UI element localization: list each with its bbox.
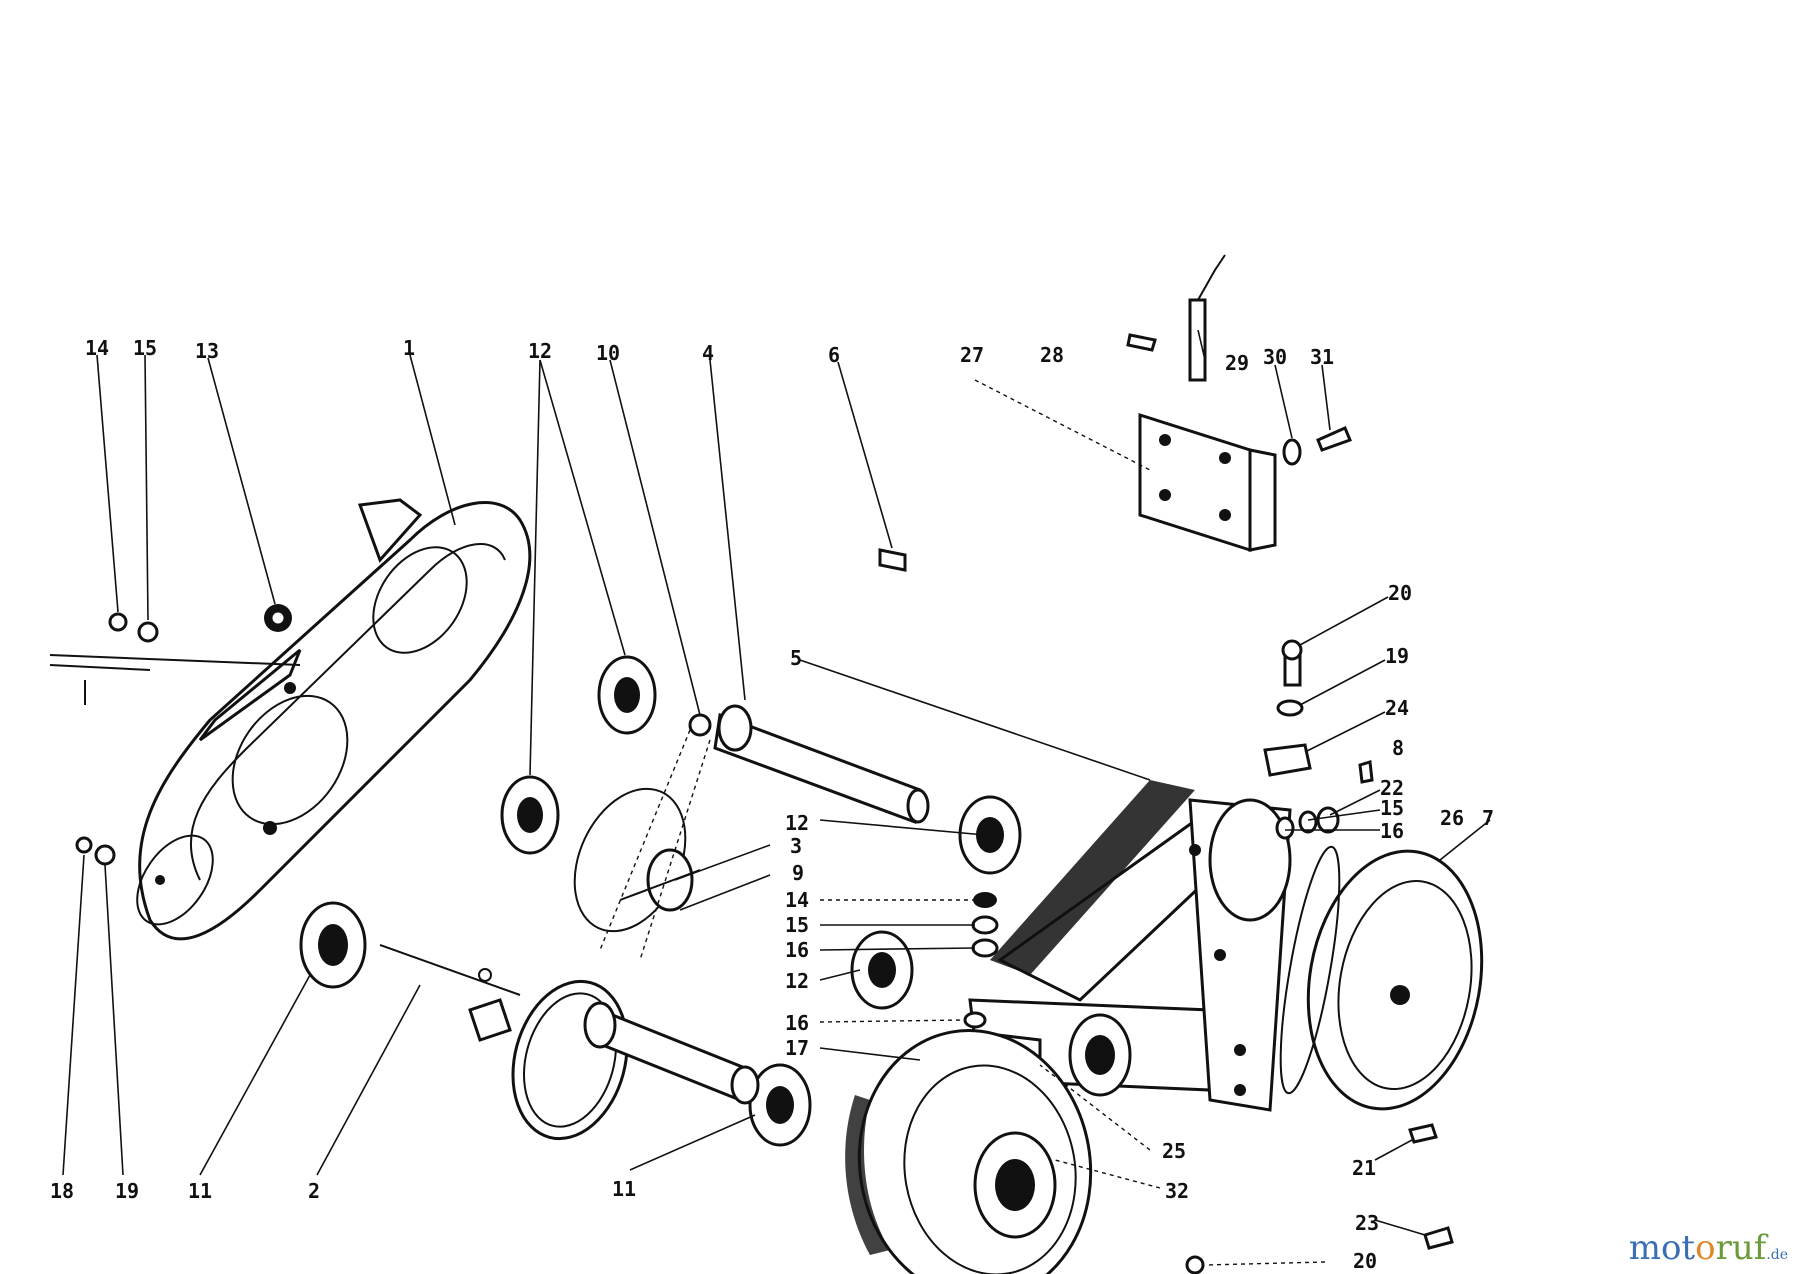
lower-shaft (379, 944, 760, 1141)
callout-label: 8 (1392, 736, 1404, 760)
callout-label: 18 (50, 1179, 74, 1203)
callout-label: 23 (1355, 1211, 1379, 1235)
callout-label: 20 (1388, 581, 1412, 605)
callout-label: 14 (785, 888, 809, 912)
callout-label: 6 (828, 343, 840, 367)
callout-label: 19 (1385, 644, 1409, 668)
upper-shaft (688, 704, 930, 825)
callout-label: 16 (785, 1011, 809, 1035)
callout-label: 15 (1380, 796, 1404, 820)
callout-label: 5 (790, 646, 802, 670)
callout-label: 13 (195, 339, 219, 363)
callout-label: 17 (785, 1036, 809, 1060)
mounting-bracket (1126, 254, 1352, 553)
callout-label: 15 (785, 913, 809, 937)
callout-label: 4 (702, 341, 714, 365)
bearing-center-right (958, 795, 1022, 875)
callout-label: 16 (1380, 819, 1404, 843)
washers-left (75, 604, 292, 866)
callout-label: 12 (785, 811, 809, 835)
callout-label: 15 (133, 336, 157, 360)
callout-label: 24 (1385, 696, 1409, 720)
callout-label: 31 (1310, 345, 1334, 369)
watermark-part: ruf (1715, 1228, 1767, 1268)
callout-label: 19 (115, 1179, 139, 1203)
callout-label: 1 (403, 336, 415, 360)
callout-label: 30 (1263, 345, 1287, 369)
callout-label: 16 (785, 938, 809, 962)
large-pulley-right (1279, 845, 1484, 1111)
watermark-logo: motoruf.de (1629, 1228, 1788, 1268)
bearing-center (850, 930, 914, 1010)
callout-label: 2 (308, 1179, 320, 1203)
callout-label: 26 (1440, 806, 1464, 830)
leader-lines (62, 329, 1491, 1266)
bearing-lower-center (748, 1063, 812, 1147)
large-pulley-lower (845, 1029, 1093, 1274)
callout-numbers: 14 15 13 1 12 10 4 6 27 28 29 30 31 20 1… (50, 336, 1494, 1273)
sprocket-assembly (573, 729, 711, 961)
callout-label: 14 (85, 336, 109, 360)
callout-label: 29 (1225, 351, 1249, 375)
callout-label: 27 (960, 343, 984, 367)
callout-label: 28 (1040, 343, 1064, 367)
watermark-part: mot (1628, 1228, 1696, 1268)
callout-label: 3 (790, 834, 802, 858)
callout-label: 12 (528, 339, 552, 363)
callout-label: 9 (792, 861, 804, 885)
callout-label: 25 (1162, 1139, 1186, 1163)
callout-label: 12 (785, 969, 809, 993)
bearing-upper-left (597, 655, 657, 735)
callout-label: 7 (1482, 806, 1494, 830)
bearing-mid-left (500, 775, 560, 855)
drive-housing (49, 498, 532, 941)
key-part (878, 548, 907, 572)
callout-label: 22 (1380, 776, 1404, 800)
callout-label: 20 (1353, 1249, 1377, 1273)
callout-label: 11 (612, 1177, 636, 1201)
watermark-part: .de (1766, 1247, 1788, 1263)
watermark-part: o (1695, 1228, 1716, 1268)
hardware-right (963, 639, 1454, 1274)
callout-label: 10 (596, 341, 620, 365)
callout-label: 11 (188, 1179, 212, 1203)
callout-label: 32 (1165, 1179, 1189, 1203)
bearing-lower-left (299, 901, 367, 989)
callout-label: 21 (1352, 1156, 1376, 1180)
